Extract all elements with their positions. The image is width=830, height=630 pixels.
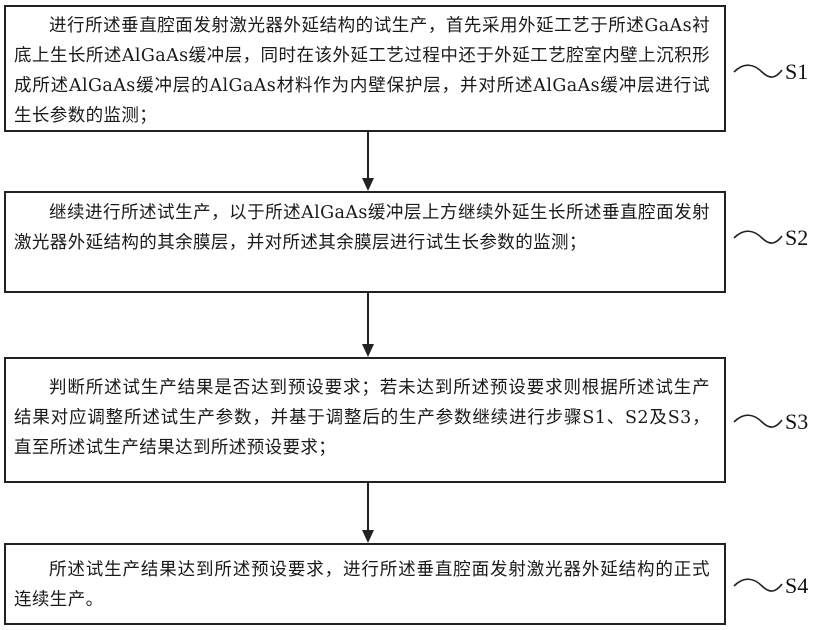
step-label-s3: S3 xyxy=(785,409,809,434)
step-box-s3: 判断所述试生产结果是否达到预设要求；若未达到所述预设要求则根据所述试生产结果对应… xyxy=(4,357,726,483)
arrowhead-s3-s4 xyxy=(362,530,374,543)
step-box-s1: 进行所述垂直腔面发射激光器外延结构的试生产，首先采用外延工艺于所述GaAs衬底上… xyxy=(4,5,726,132)
step-label-s1: S1 xyxy=(785,59,809,84)
step-box-s4: 所述试生产结果达到所述预设要求，进行所述垂直腔面发射激光器外延结构的正式连续生产… xyxy=(4,543,726,625)
step-text-s2: 继续进行所述试生产，以于所述AlGaAs缓冲层上方继续外延生长所述垂直腔面发射激… xyxy=(14,203,710,253)
arrow-s2-s3 xyxy=(367,293,369,345)
step-text-s1: 进行所述垂直腔面发射激光器外延结构的试生产，首先采用外延工艺于所述GaAs衬底上… xyxy=(14,16,710,126)
step-text-s4: 所述试生产结果达到所述预设要求，进行所述垂直腔面发射激光器外延结构的正式连续生产… xyxy=(14,560,710,610)
step-box-s2: 继续进行所述试生产，以于所述AlGaAs缓冲层上方继续外延生长所述垂直腔面发射激… xyxy=(4,191,726,293)
leader-line-s3 xyxy=(733,414,783,428)
arrowhead-s2-s3 xyxy=(362,344,374,357)
arrowhead-s1-s2 xyxy=(362,178,374,191)
leader-line-s2 xyxy=(733,230,783,244)
arrow-s3-s4 xyxy=(367,483,369,531)
step-label-s4: S4 xyxy=(785,573,809,598)
leader-line-s1 xyxy=(733,64,783,78)
leader-line-s4 xyxy=(733,578,783,592)
step-text-s3: 判断所述试生产结果是否达到预设要求；若未达到所述预设要求则根据所述试生产结果对应… xyxy=(14,378,710,458)
step-label-s2: S2 xyxy=(785,225,809,250)
arrow-s1-s2 xyxy=(367,132,369,180)
